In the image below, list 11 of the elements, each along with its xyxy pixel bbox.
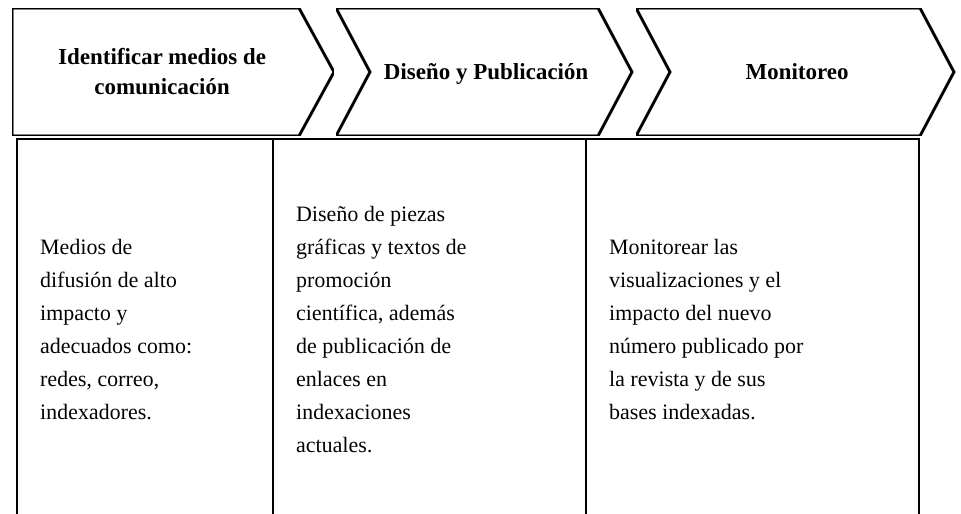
description-panel (16, 138, 274, 514)
description-text: Monitorear las visualizaciones y el impacto del nuevo número publicado por la revista y de sus bases indexadas. (609, 233, 804, 426)
description-panel (585, 138, 920, 514)
step-title: Diseño y Publicación (384, 58, 588, 86)
step-header-shape (636, 8, 956, 136)
description-text: Diseño de piezas gráficas y textos de promoción científica, además de publicación de enlaces en indexaciones actuales. (296, 200, 468, 459)
step-title: Monitoreo (745, 58, 849, 86)
step-header-shape (336, 8, 634, 136)
step-header-shape (12, 8, 334, 136)
step-title: Identificar medios de comunicación (57, 43, 267, 101)
description-text: Medios de difusión de alto impacto y adecuados como: redes, correo, indexadores. (40, 233, 194, 426)
